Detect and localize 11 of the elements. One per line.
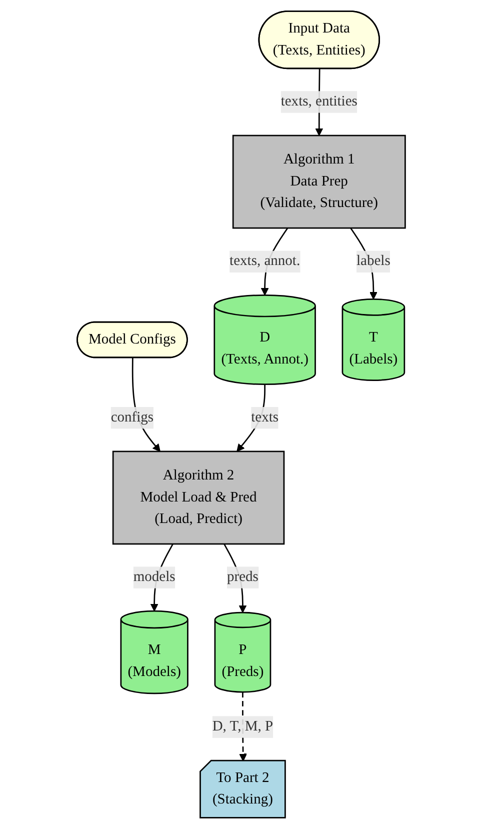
edge-label: texts: [250, 410, 278, 426]
node-box: [232, 134, 406, 229]
edge-label: models: [133, 569, 176, 585]
edge-label: preds: [226, 569, 258, 585]
edge-label: configs: [110, 410, 154, 426]
edge-label: D, T, M, P: [212, 718, 273, 734]
edge-label: texts, entities: [280, 94, 358, 110]
flowchart-diagram: texts, entities texts, annot. labels configs texts models preds D, T, M, P Model Configs Input Data (Texts, Entities) Algorithm 1 Data Prep (Validate, Structure) D (Texts, Annot.) T (Labels) Algorithm 2 Model Load & Pred (Load, Predict) M (Models) P (Preds) To Part 2 (Stacking): [70, 4, 412, 825]
node-box: [112, 450, 284, 545]
edge-label: texts, annot.: [229, 253, 300, 269]
edge-label: labels: [356, 253, 390, 269]
